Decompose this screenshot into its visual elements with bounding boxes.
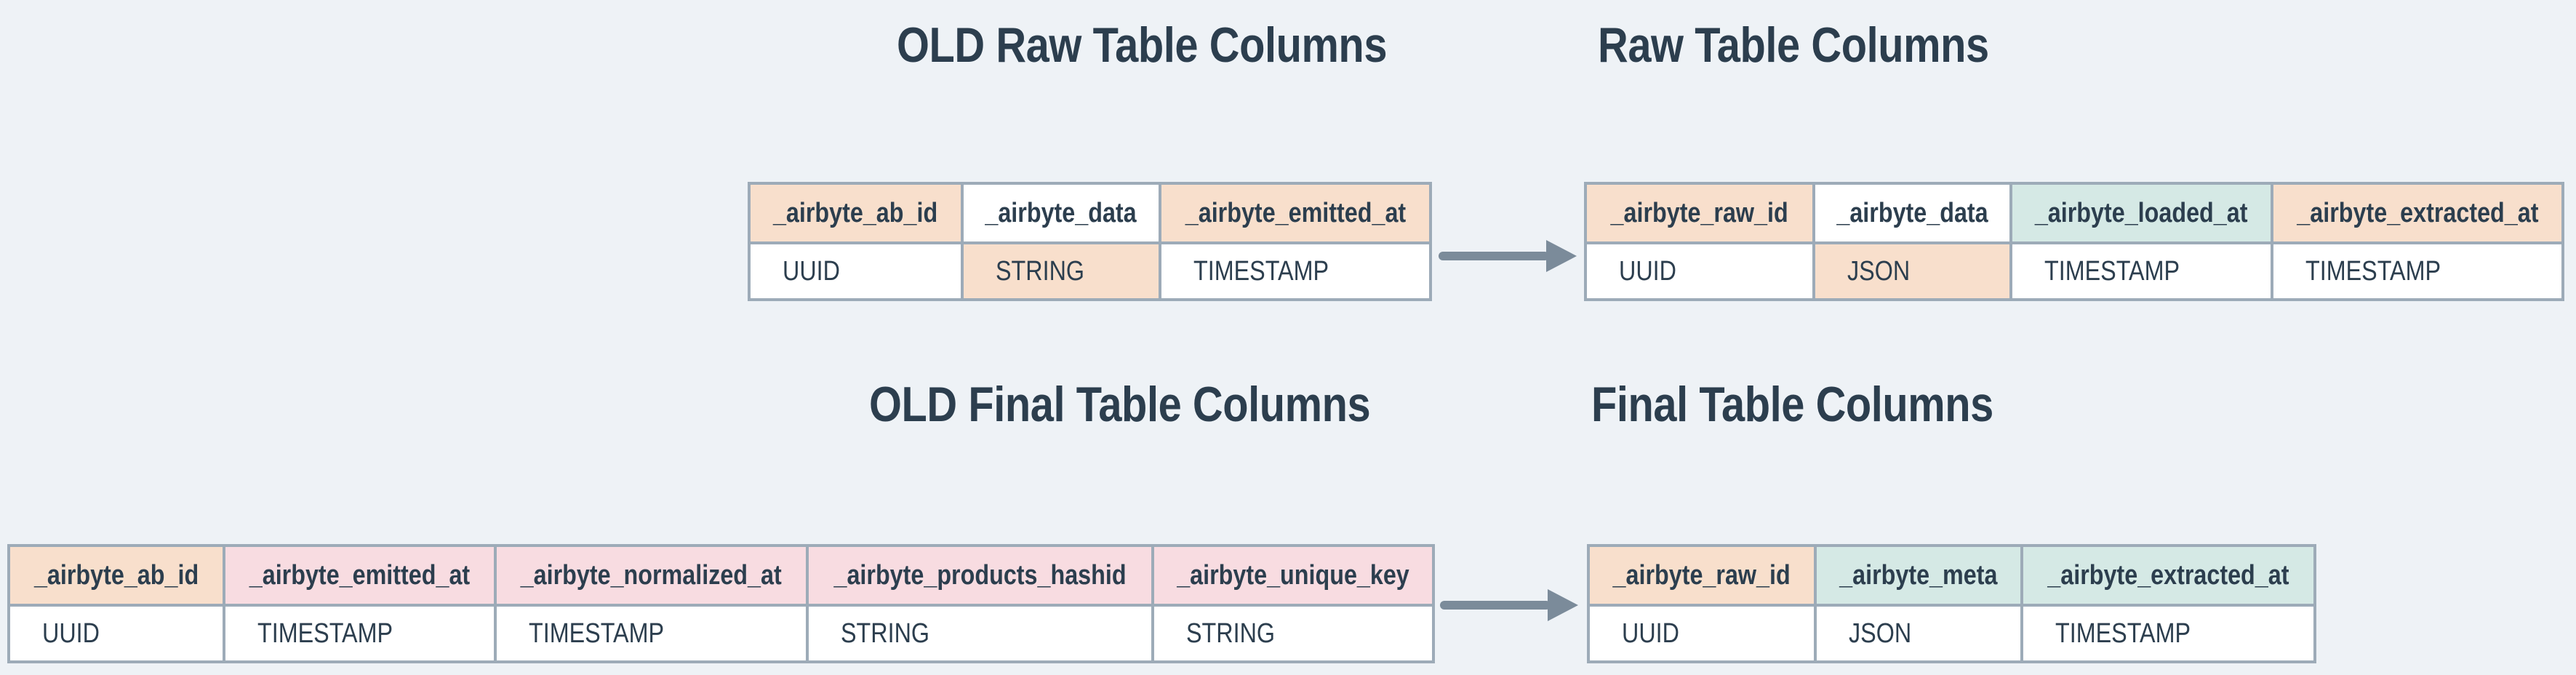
column-type-cell: TIMESTAMP <box>497 607 806 660</box>
final-table-title: Final Table Columns <box>1591 377 1993 432</box>
column-name: _airbyte_raw_id <box>1612 559 1791 591</box>
column-name-cell: _airbyte_extracted_at <box>2023 547 2313 604</box>
column-type: UUID <box>1619 255 1676 287</box>
column-name-cell: _airbyte_loaded_at <box>2012 185 2271 241</box>
column-type: TIMESTAMP <box>257 618 393 649</box>
arrow-shaft <box>1439 252 1549 260</box>
column-name: _airbyte_data <box>1836 197 1988 228</box>
column-name-cell: _airbyte_emitted_at <box>1161 185 1429 241</box>
column-type-cell: JSON <box>1817 607 2020 660</box>
column-type: JSON <box>1847 255 1911 287</box>
column-type-cell: TIMESTAMP <box>1161 244 1429 298</box>
column-name: _airbyte_normalized_at <box>520 559 783 591</box>
column-type: TIMESTAMP <box>2044 255 2180 287</box>
column-name: _airbyte_emitted_at <box>1185 197 1406 228</box>
column-name: _airbyte_loaded_at <box>2035 197 2248 228</box>
column-name: _airbyte_data <box>985 197 1137 228</box>
column-type: JSON <box>1849 618 1912 649</box>
raw-table: _airbyte_raw_id _airbyte_data _airbyte_l… <box>1584 182 2564 301</box>
column-type: UUID <box>783 255 840 287</box>
final-table: _airbyte_raw_id _airbyte_meta _airbyte_e… <box>1587 544 2316 663</box>
column-name: _airbyte_emitted_at <box>249 559 471 591</box>
column-name-cell: _airbyte_products_hashid <box>809 547 1151 604</box>
column-name-cell: _airbyte_data <box>964 185 1159 241</box>
old-final-table-title: OLD Final Table Columns <box>869 377 1371 432</box>
column-type: TIMESTAMP <box>2055 618 2191 649</box>
old-final-table: _airbyte_ab_id _airbyte_emitted_at _airb… <box>7 544 1435 663</box>
column-type-cell: STRING <box>1154 607 1432 660</box>
raw-table-title: Raw Table Columns <box>1598 17 1989 73</box>
column-type-cell: STRING <box>964 244 1159 298</box>
column-type: STRING <box>1186 618 1276 649</box>
column-name: _airbyte_ab_id <box>33 559 199 591</box>
column-name-cell: _airbyte_raw_id <box>1590 547 1814 604</box>
column-name: _airbyte_extracted_at <box>2296 197 2539 228</box>
column-type-cell: TIMESTAMP <box>2023 607 2313 660</box>
column-name-cell: _airbyte_raw_id <box>1587 185 1812 241</box>
column-name-cell: _airbyte_normalized_at <box>497 547 806 604</box>
raw-migration-arrow-icon <box>1439 240 1577 272</box>
column-type: TIMESTAMP <box>529 618 665 649</box>
column-type: STRING <box>841 618 930 649</box>
column-type-cell: TIMESTAMP <box>225 607 494 660</box>
column-name: _airbyte_ab_id <box>773 197 938 228</box>
column-name: _airbyte_meta <box>1839 559 1998 591</box>
column-name-cell: _airbyte_emitted_at <box>225 547 494 604</box>
column-type-cell: TIMESTAMP <box>2273 244 2561 298</box>
arrow-head <box>1548 589 1578 621</box>
column-name-cell: _airbyte_ab_id <box>751 185 961 241</box>
column-type-cell: UUID <box>1590 607 1814 660</box>
old-raw-table: _airbyte_ab_id _airbyte_data _airbyte_em… <box>748 182 1432 301</box>
column-type-cell: JSON <box>1815 244 2009 298</box>
column-type: UUID <box>42 618 100 649</box>
arrow-shaft <box>1440 601 1551 610</box>
final-migration-arrow-icon <box>1440 589 1578 621</box>
column-type: STRING <box>996 255 1085 287</box>
column-name-cell: _airbyte_extracted_at <box>2273 185 2561 241</box>
column-type-cell: UUID <box>10 607 223 660</box>
arrow-head <box>1546 240 1577 272</box>
column-name-cell: _airbyte_meta <box>1817 547 2020 604</box>
column-type: TIMESTAMP <box>1193 255 1329 287</box>
column-type-cell: TIMESTAMP <box>2012 244 2271 298</box>
column-name: _airbyte_extracted_at <box>2047 559 2289 591</box>
old-raw-table-title: OLD Raw Table Columns <box>897 17 1388 73</box>
column-name: _airbyte_products_hashid <box>833 559 1127 591</box>
column-name-cell: _airbyte_data <box>1815 185 2009 241</box>
column-type-cell: UUID <box>751 244 961 298</box>
column-name: _airbyte_unique_key <box>1177 559 1409 591</box>
column-type-cell: UUID <box>1587 244 1812 298</box>
column-name: _airbyte_raw_id <box>1610 197 1789 228</box>
column-type-cell: STRING <box>809 607 1151 660</box>
column-name-cell: _airbyte_unique_key <box>1154 547 1432 604</box>
column-type: TIMESTAMP <box>2305 255 2441 287</box>
column-type: UUID <box>1622 618 1679 649</box>
column-name-cell: _airbyte_ab_id <box>10 547 223 604</box>
